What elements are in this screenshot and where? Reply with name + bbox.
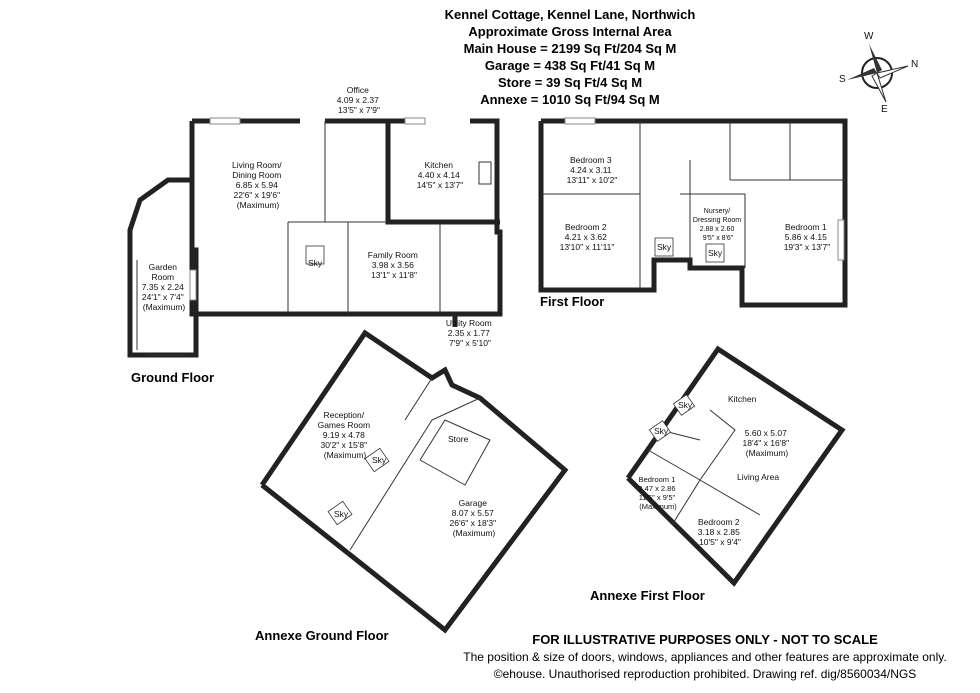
area-garage: Garage = 438 Sq Ft/41 Sq M (484, 58, 656, 73)
annexe-ground-floor-plan: Sky Sky Reception/ Games Room 9.19 x 4.7… (255, 329, 569, 643)
room-bedroom3: Bedroom 3 4.24 x 3.11 13'11" x 10'2" (567, 155, 618, 185)
room-living-dining: Living Room/ Dining Room 6.85 x 5.94 22'… (232, 160, 284, 210)
room-living-area: Living Area (737, 472, 779, 482)
room-office: Office 4.09 x 2.37 13'5" x 7'9" (337, 85, 381, 115)
annexe-first-floor-plan: Sky Sky Kitchen 5.60 x 5.07 18'4" x 16'8… (590, 345, 846, 603)
compass-icon: W N E S (839, 31, 918, 115)
sky-label-ground: Sky (308, 258, 323, 268)
ground-floor-plan: Sky Office 4.09 x 2.37 13'5" x 7'9" Livi… (127, 85, 503, 385)
room-bedroom1: Bedroom 1 5.86 x 4.15 19'3" x 13'7" (784, 222, 831, 252)
first-floor-plan: Sky Sky Bedroom 3 4.24 x 3.11 13'11" x 1… (538, 117, 848, 309)
sky-label-annexe-1: Sky (372, 455, 387, 465)
sky-label-first-1: Sky (657, 242, 672, 252)
room-store: Store (448, 434, 469, 444)
room-nursery: Nursery/ Dressing Room 2.88 x 2.60 9'5" … (693, 208, 743, 242)
room-annexe-bedroom2: Bedroom 2 3.18 x 2.85 10'5" x 9'4" (698, 517, 742, 547)
label-first-floor: First Floor (540, 294, 604, 309)
room-kitchen: Kitchen 4.40 x 4.14 14'5" x 13'7" (417, 160, 464, 190)
area-title: Approximate Gross Internal Area (468, 24, 672, 39)
sky-label-annexe-first-2: Sky (654, 426, 669, 436)
compass-w: W (864, 31, 874, 42)
area-main-house: Main House = 2199 Sq Ft/204 Sq M (463, 41, 677, 56)
property-address: Kennel Cottage, Kennel Lane, Northwich (444, 7, 696, 22)
compass-e: E (881, 104, 888, 115)
room-annexe-bedroom1: Bedroom 1 3.47 x 2.86 11'5" x 9'5" (Maxi… (638, 475, 677, 511)
room-annexe-kitchen: Kitchen (728, 394, 757, 404)
footer-copyright: ©ehouse. Unauthorised reproduction prohi… (493, 667, 917, 681)
label-annexe-first-floor: Annexe First Floor (590, 588, 705, 603)
compass-n: N (911, 59, 918, 70)
sky-label-first-2: Sky (708, 248, 723, 258)
room-reception: Reception/ Games Room 9.19 x 4.78 30'2" … (318, 410, 373, 460)
room-utility: Utility Room 2.35 x 1.77 7'9" x 5'10" (446, 318, 494, 348)
sky-label-annexe-2: Sky (334, 509, 349, 519)
room-garden: Garden Room 7.35 x 2.24 24'1" x 7'4" (Ma… (142, 262, 186, 312)
footer-warning: FOR ILLUSTRATIVE PURPOSES ONLY - NOT TO … (532, 632, 878, 647)
plan-header: Kennel Cottage, Kennel Lane, Northwich A… (380, 6, 760, 108)
sky-label-annexe-first-1: Sky (678, 400, 693, 410)
compass-s: S (839, 74, 846, 85)
label-annexe-ground-floor: Annexe Ground Floor (255, 628, 389, 643)
footer-disclaimer: The position & size of doors, windows, a… (463, 650, 947, 664)
area-annexe: Annexe = 1010 Sq Ft/94 Sq M (480, 92, 660, 107)
room-family: Family Room 3.98 x 3.56 13'1" x 11'8" (368, 250, 420, 280)
area-store: Store = 39 Sq Ft/4 Sq M (497, 75, 643, 90)
room-annexe-living-size: 5.60 x 5.07 18'4" x 16'8" (Maximum) (743, 428, 792, 458)
room-bedroom2: Bedroom 2 4.21 x 3.62 13'10" x 11'11" (560, 222, 615, 252)
plan-footer: FOR ILLUSTRATIVE PURPOSES ONLY - NOT TO … (440, 631, 970, 683)
room-garage: Garage 8.07 x 5.57 26'6" x 18'3" (Maximu… (450, 498, 499, 538)
label-ground-floor: Ground Floor (131, 370, 214, 385)
